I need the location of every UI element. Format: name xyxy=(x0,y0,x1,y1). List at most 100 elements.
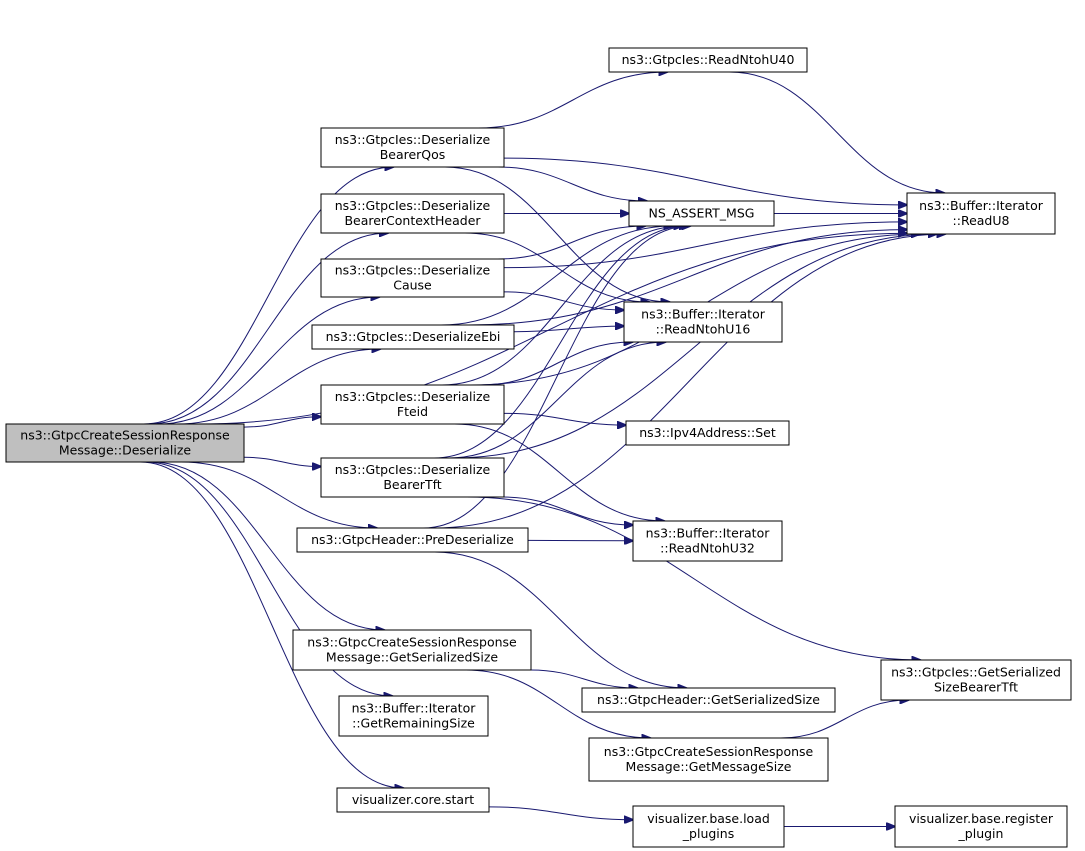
node-readntohu32[interactable]: ns3::Buffer::Iterator::ReadNtohU32 xyxy=(632,520,783,562)
node-box xyxy=(628,200,775,227)
node-label: Cause xyxy=(393,278,432,293)
node-layer: ns3::GtpcCreateSessionResponseMessage::D… xyxy=(5,47,1072,848)
node-label: ns3::Buffer::Iterator xyxy=(646,526,771,541)
node-label: BearerContextHeader xyxy=(344,213,481,228)
edge-bearertft-to-nsassert xyxy=(433,226,688,459)
edge-readntohu40-to-readu8 xyxy=(729,71,944,193)
node-label: Fteid xyxy=(397,404,428,419)
node-hdrgetsersize[interactable]: ns3::GtpcHeader::GetSerializedSize xyxy=(581,687,836,713)
node-box xyxy=(336,787,490,813)
node-box xyxy=(296,527,529,553)
node-label: ns3::Buffer::Iterator xyxy=(352,701,477,716)
node-label: ns3::GtpcCreateSessionResponse xyxy=(307,635,517,650)
edge-root-to-bearerqos xyxy=(143,167,393,425)
node-label: _plugin xyxy=(958,826,1004,841)
edge-bearertft-to-getsersizetft xyxy=(466,496,921,660)
node-label: ns3::GtpcIes::GetSerialized xyxy=(891,665,1061,680)
node-predeser[interactable]: ns3::GtpcHeader::PreDeserialize xyxy=(296,527,529,553)
edge-root-to-vizstart xyxy=(140,461,403,788)
node-box xyxy=(581,687,836,713)
node-box xyxy=(608,47,808,73)
node-ipv4set[interactable]: ns3::Ipv4Address::Set xyxy=(625,420,790,446)
node-readntohu40[interactable]: ns3::GtpcIes::ReadNtohU40 xyxy=(608,47,808,73)
node-label: ns3::Buffer::Iterator xyxy=(641,307,766,322)
node-label: ns3::GtpcIes::Deserialize xyxy=(335,132,491,147)
node-nsassert[interactable]: NS_ASSERT_MSG xyxy=(628,200,775,227)
node-box xyxy=(632,520,783,562)
edge-predeser-to-readu8 xyxy=(433,234,945,529)
node-box xyxy=(625,420,790,446)
edge-root-to-cause xyxy=(158,297,379,425)
edge-root-to-getsersize xyxy=(151,461,384,630)
node-box xyxy=(320,384,505,425)
node-box xyxy=(311,324,515,350)
edge-ebi-to-readu8 xyxy=(468,230,907,326)
edge-ebi-to-nsassert xyxy=(441,226,672,326)
node-ebi[interactable]: ns3::GtpcIes::DeserializeEbi xyxy=(311,324,515,350)
edge-bearerqos-to-readntohu40 xyxy=(478,72,667,129)
node-label: ns3::Ipv4Address::Set xyxy=(639,425,776,440)
node-label: ::GetRemainingSize xyxy=(352,716,475,731)
node-getremaining[interactable]: ns3::Buffer::Iterator::GetRemainingSize xyxy=(338,695,489,737)
node-registerplugin[interactable]: visualizer.base.register_plugin xyxy=(894,805,1068,848)
edge-fteid-to-nsassert xyxy=(442,226,683,386)
edge-root-to-bearertft xyxy=(243,456,321,466)
node-box xyxy=(880,659,1072,701)
node-box xyxy=(632,805,785,848)
edge-bearerqos-to-readu8 xyxy=(503,157,907,205)
edge-root-to-getremaining xyxy=(145,461,392,696)
node-label: ns3::GtpcCreateSessionResponse xyxy=(604,744,814,759)
node-box xyxy=(906,192,1056,235)
node-box xyxy=(320,127,505,168)
edge-layer xyxy=(140,72,945,827)
node-label: BearerQos xyxy=(380,147,446,162)
node-root[interactable]: ns3::GtpcCreateSessionResponseMessage::D… xyxy=(5,423,245,463)
edge-bearerqos-to-readntohu16 xyxy=(444,166,670,302)
node-label: SizeBearerTft xyxy=(934,680,1018,695)
node-label: ::ReadNtohU32 xyxy=(660,541,755,556)
node-box xyxy=(320,457,505,498)
edge-predeser-to-nsassert xyxy=(423,226,690,529)
node-label: ns3::GtpcIes::Deserialize xyxy=(335,198,491,213)
node-label: Message::GetSerializedSize xyxy=(326,650,498,665)
node-getmsgsize[interactable]: ns3::GtpcCreateSessionResponseMessage::G… xyxy=(588,737,829,782)
node-loadplugins[interactable]: visualizer.base.load_plugins xyxy=(632,805,785,848)
node-vizstart[interactable]: visualizer.core.start xyxy=(336,787,490,813)
node-label: Message::GetMessageSize xyxy=(626,759,792,774)
edge-root-to-fteid xyxy=(243,417,321,428)
node-box xyxy=(5,423,245,463)
edge-cause-to-readntohu16 xyxy=(503,291,624,310)
node-getsersize[interactable]: ns3::GtpcCreateSessionResponseMessage::G… xyxy=(292,629,532,671)
edge-bearertft-to-readntohu32 xyxy=(503,496,633,525)
node-box xyxy=(320,258,505,298)
edge-getmsgsize-to-getsersizetft xyxy=(780,700,909,739)
edge-bearertft-to-readntohu16 xyxy=(448,342,666,459)
edge-root-to-readu8 xyxy=(195,233,907,425)
node-readu8[interactable]: ns3::Buffer::Iterator::ReadU8 xyxy=(906,192,1056,235)
node-label: ns3::GtpcIes::Deserialize xyxy=(335,263,491,278)
node-bearerctx[interactable]: ns3::GtpcIes::DeserializeBearerContextHe… xyxy=(320,193,505,234)
node-label: ns3::GtpcIes::Deserialize xyxy=(335,389,491,404)
node-label: visualizer.core.start xyxy=(352,792,474,807)
node-label: ns3::GtpcIes::ReadNtohU40 xyxy=(622,52,795,67)
node-label: Message::Deserialize xyxy=(59,443,192,458)
node-label: ns3::GtpcHeader::PreDeserialize xyxy=(311,532,514,547)
node-label: ns3::GtpcCreateSessionResponse xyxy=(20,428,230,443)
node-label: ns3::GtpcIes::DeserializeEbi xyxy=(326,329,501,344)
edge-cause-to-nsassert xyxy=(497,226,646,260)
node-label: ns3::Buffer::Iterator xyxy=(919,198,1044,213)
node-label: visualizer.base.load xyxy=(647,811,770,826)
node-readntohu16[interactable]: ns3::Buffer::Iterator::ReadNtohU16 xyxy=(623,301,783,343)
node-label: ::ReadNtohU16 xyxy=(656,322,751,337)
edge-fteid-to-readntohu32 xyxy=(454,423,665,521)
node-label: ns3::GtpcHeader::GetSerializedSize xyxy=(597,692,820,707)
edge-getsersize-to-hdrgetsersize xyxy=(530,669,638,688)
node-label: visualizer.base.register xyxy=(909,811,1054,826)
node-box xyxy=(320,193,505,234)
